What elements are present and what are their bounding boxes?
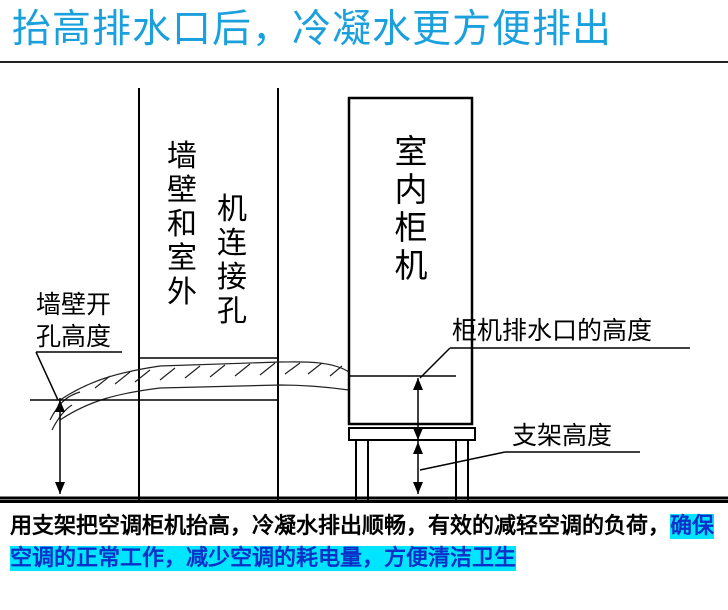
page-title: 抬高排水口后，冷凝水更方便排出 [12,7,613,52]
wall-label: 墙壁和室外 [167,139,197,310]
cabinet-label: 室内柜机 [394,132,428,285]
connector-label: 机连接孔 [217,192,247,329]
caption-normal: 用支架把空调柜机抬高，冷凝水排出顺畅，有效的减轻空调的负荷， [10,514,671,539]
drain-pipe [49,361,350,431]
caption-text: 用支架把空调柜机抬高，冷凝水排出顺畅，有效的减轻空调的负荷，确保空调的正常工作，… [0,500,728,610]
stand-height-label: 支架高度 [512,421,613,450]
title-divider [0,61,728,63]
drain-height-label: 柜机排水口的高度 [452,316,653,345]
wall-hole-height-label-2: 孔高度 [36,322,112,351]
cabinet-stand [348,427,476,500]
wall-hole-height-label-1: 墙壁开 [36,290,112,319]
indoor-cabinet [347,96,474,426]
installation-diagram [0,88,728,500]
